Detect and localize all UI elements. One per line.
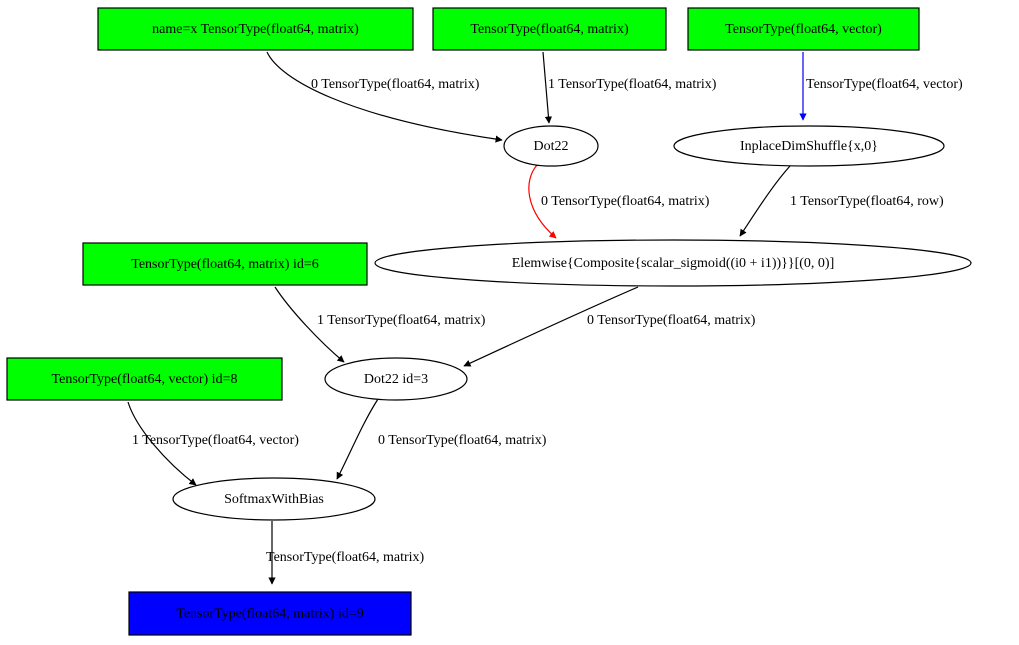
variable-node[interactable]: name=x TensorType(float64, matrix) (97, 7, 414, 51)
variable-node[interactable]: TensorType(float64, matrix) id=9 (128, 591, 412, 636)
variable-node[interactable]: TensorType(float64, matrix) (432, 7, 667, 51)
graph-edge (542, 51, 553, 124)
edge-label: 0 TensorType(float64, matrix) (587, 313, 756, 328)
edge-label: 0 TensorType(float64, matrix) (311, 77, 480, 92)
node-shape (324, 357, 468, 401)
node-label: TensorType(float64, matrix) (470, 22, 629, 37)
edge-label: 1 TensorType(float64, row) (790, 194, 944, 209)
variable-node[interactable]: TensorType(float64, vector) (687, 7, 920, 51)
nodes-layer: name=x TensorType(float64, matrix) Tensor… (6, 7, 972, 636)
edge-label: 1 TensorType(float64, matrix) (317, 313, 486, 328)
edge-label: 1 TensorType(float64, matrix) (548, 77, 717, 92)
node-label: InplaceDimShuffle{x,0} (740, 139, 878, 154)
node-label: TensorType(float64, vector) (725, 22, 882, 37)
apply-node[interactable]: Elemwise{Composite{scalar_sigmoid((i0 + … (374, 239, 972, 287)
apply-node[interactable]: Dot22 id=3 (324, 357, 468, 401)
node-label: Elemwise{Composite{scalar_sigmoid((i0 + … (512, 256, 835, 271)
apply-node[interactable]: Dot22 (503, 125, 599, 167)
node-shape (673, 125, 945, 167)
node-label: TensorType(float64, matrix) id=6 (131, 257, 319, 272)
node-shape (172, 477, 376, 521)
node-shape (6, 357, 283, 401)
apply-node[interactable]: InplaceDimShuffle{x,0} (673, 125, 945, 167)
node-shape (374, 239, 972, 287)
edge-label: 0 TensorType(float64, matrix) (541, 194, 710, 209)
node-shape (503, 125, 599, 167)
variable-node[interactable]: TensorType(float64, vector) id=8 (6, 357, 283, 401)
node-shape (432, 7, 667, 51)
node-shape (128, 591, 412, 636)
node-label: name=x TensorType(float64, matrix) (152, 22, 359, 37)
graph-edge (336, 398, 379, 480)
edge-labels-layer: 0 TensorType(float64, matrix) 1 TensorTyp… (132, 77, 963, 565)
edge-label: 1 TensorType(float64, vector) (132, 433, 299, 448)
graph-edge (127, 401, 197, 486)
node-label: TensorType(float64, vector) id=8 (52, 372, 238, 387)
graph-edge (266, 51, 503, 143)
graph-edge (528, 164, 557, 239)
edge-label: 0 TensorType(float64, matrix) (378, 433, 547, 448)
node-shape (97, 7, 414, 51)
graph-edge (274, 286, 345, 363)
graph-edge (739, 165, 791, 237)
node-label: Dot22 (534, 139, 569, 154)
node-label: SoftmaxWithBias (224, 492, 324, 507)
edges-layer (127, 51, 807, 585)
node-label: TensorType(float64, matrix) id=9 (176, 607, 364, 622)
node-label: Dot22 id=3 (364, 372, 428, 387)
node-shape (82, 242, 368, 286)
edge-label: TensorType(float64, vector) (806, 77, 963, 92)
node-shape (687, 7, 920, 51)
edge-label: TensorType(float64, matrix) (266, 550, 425, 565)
apply-node[interactable]: SoftmaxWithBias (172, 477, 376, 521)
graph-edge (463, 286, 639, 367)
variable-node[interactable]: TensorType(float64, matrix) id=6 (82, 242, 368, 286)
